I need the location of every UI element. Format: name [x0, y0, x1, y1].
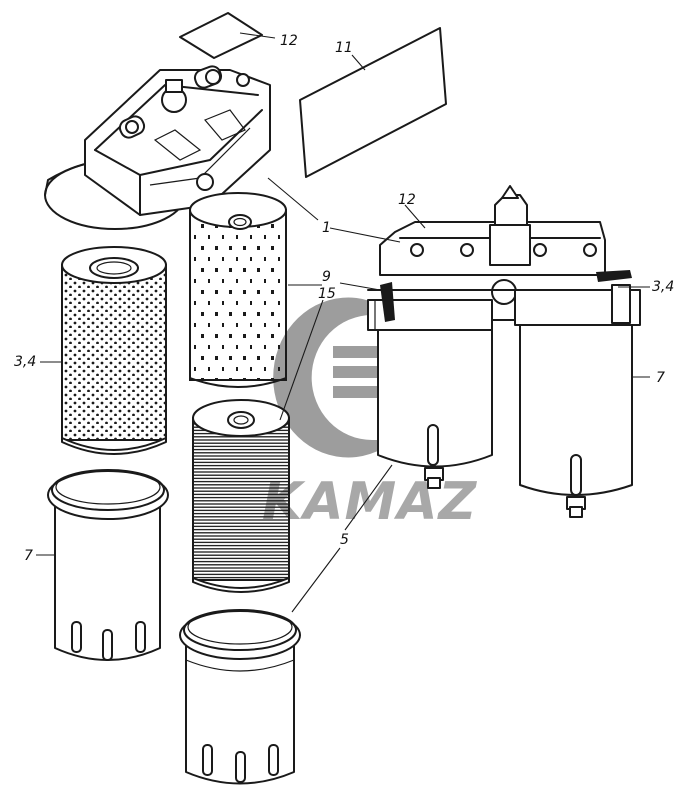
leader-12a — [239, 32, 276, 39]
perforated-core-9 — [189, 192, 287, 388]
leader-9 — [288, 282, 381, 291]
leader-1-a — [267, 177, 319, 221]
filter-element-3-4-left — [61, 246, 167, 455]
leader-15 — [279, 299, 324, 421]
label-plate-11 — [299, 27, 447, 178]
callout-12-assembly: 12 — [398, 192, 416, 208]
leader-11 — [351, 54, 366, 71]
callout-5: 5 — [340, 532, 349, 548]
callout-15: 15 — [318, 286, 336, 302]
callout-7-left: 7 — [24, 548, 33, 564]
filter-bowl-7-left — [47, 469, 169, 661]
assembled-filter-unit — [367, 185, 641, 518]
callout-9: 9 — [322, 269, 331, 285]
callout-labels: 12 11 12 1 9 15 3,4 3,4 7 7 5 — [14, 33, 674, 564]
leader-lines — [36, 32, 650, 613]
callout-12-top: 12 — [280, 33, 298, 49]
filter-housing-head — [44, 65, 271, 230]
callout-7-right: 7 — [656, 370, 665, 386]
callout-11: 11 — [335, 40, 353, 56]
label-plate-12 — [179, 12, 263, 59]
callout-1: 1 — [322, 220, 331, 236]
filter-bowl-5-bottom — [179, 609, 301, 785]
callout-3-4-right: 3,4 — [652, 279, 674, 295]
callout-3-4-left: 3,4 — [14, 354, 36, 370]
ribbed-filter-element-15 — [192, 399, 290, 593]
leader-12b — [404, 204, 426, 229]
leader-1-b — [329, 227, 401, 243]
leader-5 — [291, 464, 393, 613]
kamaz-wordmark: KAMAZ — [262, 472, 478, 532]
